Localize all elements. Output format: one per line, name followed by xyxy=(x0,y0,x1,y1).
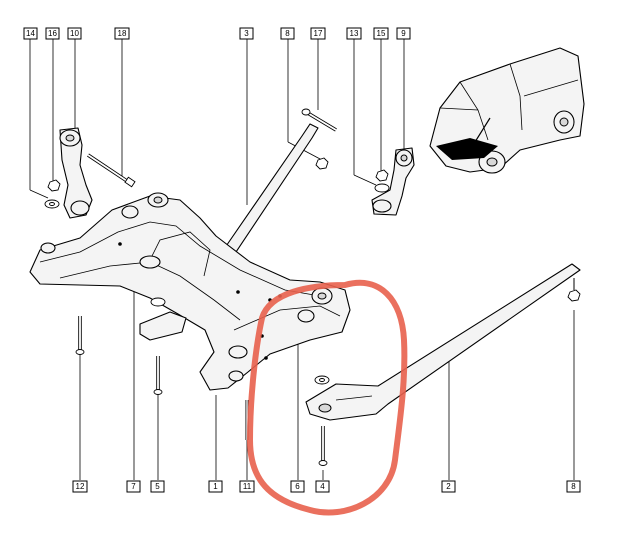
nut-15 xyxy=(375,169,389,182)
callout-1: 1 xyxy=(208,480,223,493)
svg-text:13: 13 xyxy=(350,29,359,38)
engine-mount-right xyxy=(371,147,415,216)
callout-11: 11 xyxy=(239,480,255,493)
vehicle-locator-illustration xyxy=(429,47,585,174)
callout-12: 12 xyxy=(72,480,88,493)
callout-15: 15 xyxy=(373,27,389,40)
svg-text:8: 8 xyxy=(285,29,290,38)
nut-8-top xyxy=(315,157,329,170)
washer-14 xyxy=(44,199,60,209)
svg-text:4: 4 xyxy=(320,482,325,491)
callout-13: 13 xyxy=(346,27,362,40)
bolt-12 xyxy=(75,316,85,355)
svg-text:15: 15 xyxy=(377,29,386,38)
svg-text:3: 3 xyxy=(244,29,249,38)
svg-text:11: 11 xyxy=(243,482,252,491)
red-highlight-circle xyxy=(247,279,408,516)
washer-6 xyxy=(314,375,330,385)
svg-text:5: 5 xyxy=(155,482,160,491)
callout-4: 4 xyxy=(315,480,330,493)
callout-14: 14 xyxy=(23,27,38,40)
callout-16: 16 xyxy=(45,27,60,40)
svg-text:10: 10 xyxy=(70,29,79,38)
callout-3: 3 xyxy=(239,27,254,40)
svg-text:16: 16 xyxy=(48,29,57,38)
washer-13 xyxy=(374,183,390,193)
svg-text:6: 6 xyxy=(295,482,300,491)
svg-text:8: 8 xyxy=(571,482,576,491)
callout-2: 2 xyxy=(441,480,456,493)
callout-9: 9 xyxy=(396,27,411,40)
bolt-5 xyxy=(153,356,163,395)
bolt-8-bottom xyxy=(567,278,581,302)
subframe xyxy=(29,192,351,391)
callout-18: 18 xyxy=(114,27,130,40)
bolt-17 xyxy=(301,108,337,132)
callout-8-bottom: 8 xyxy=(566,480,581,493)
leader-lines xyxy=(29,39,575,480)
callout-8-top: 8 xyxy=(280,27,295,40)
bracket-7 xyxy=(139,297,187,341)
nut-16 xyxy=(47,179,61,192)
callout-17: 17 xyxy=(310,27,326,40)
svg-text:9: 9 xyxy=(401,29,406,38)
svg-text:2: 2 xyxy=(446,482,451,491)
engine-mount-left xyxy=(59,127,93,219)
svg-text:7: 7 xyxy=(131,482,136,491)
svg-text:14: 14 xyxy=(26,29,35,38)
svg-text:18: 18 xyxy=(118,29,127,38)
svg-text:12: 12 xyxy=(76,482,85,491)
callout-10: 10 xyxy=(67,27,82,40)
svg-text:17: 17 xyxy=(314,29,323,38)
callout-7: 7 xyxy=(126,480,141,493)
bolt-18 xyxy=(87,153,136,188)
svg-text:1: 1 xyxy=(213,482,218,491)
tie-rod xyxy=(305,263,581,421)
stabilizer-bar xyxy=(221,123,319,259)
bolt-4 xyxy=(318,426,328,466)
callout-5: 5 xyxy=(150,480,165,493)
callout-6: 6 xyxy=(290,480,305,493)
